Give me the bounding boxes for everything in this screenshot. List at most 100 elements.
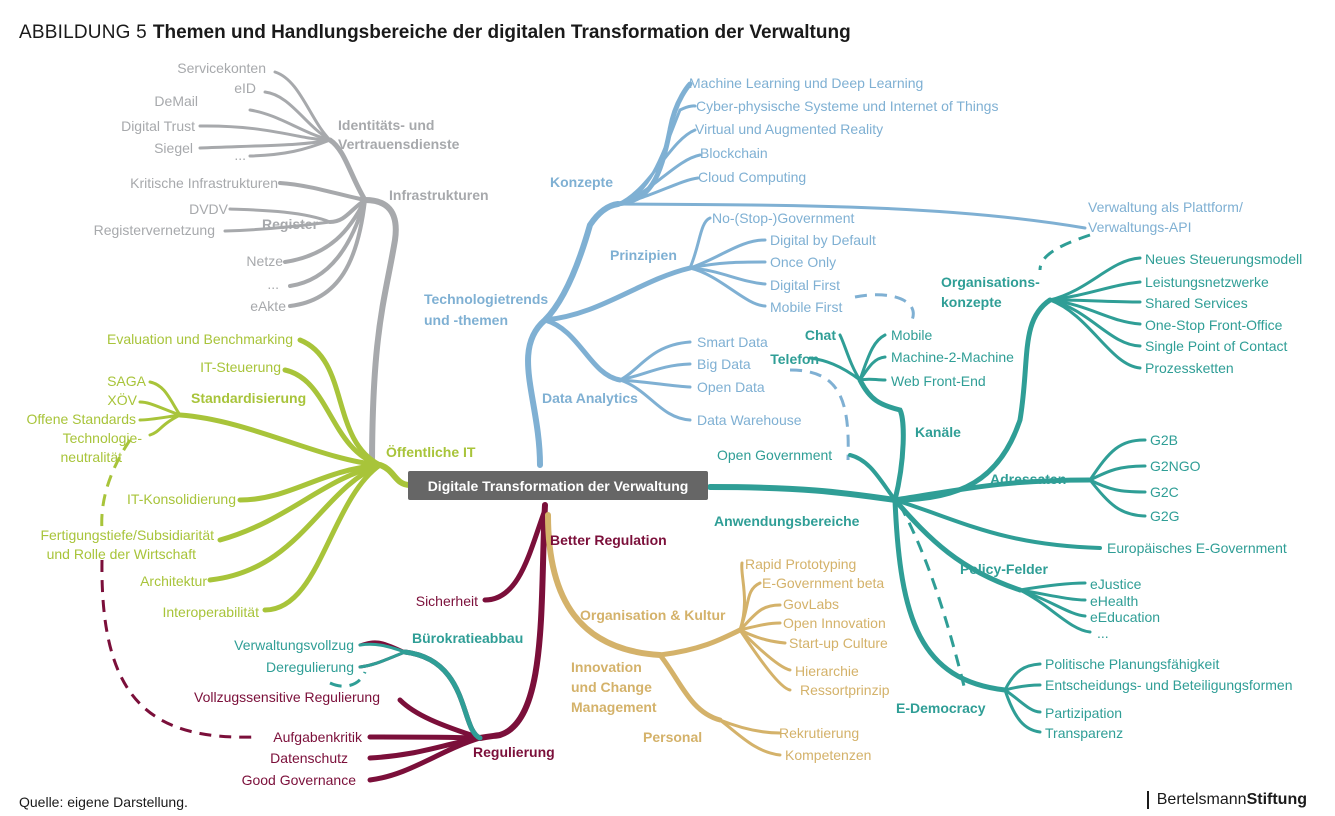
gold-personal-item: Rekrutierung	[779, 725, 859, 741]
green-item: Architektur	[140, 573, 207, 589]
blue-prinzipien-item: Digital by Default	[770, 232, 876, 248]
teal-kanaele-right: Web Front-End	[891, 373, 986, 389]
blue-data-item: Open Data	[697, 379, 765, 395]
teal-policy-item: eEducation	[1090, 609, 1160, 625]
maroon-sicherheit: Sicherheit	[416, 593, 478, 609]
green-std-item: XÖV	[107, 391, 137, 408]
gold-org-item: Hierarchie	[795, 663, 859, 679]
blue-konzepte-item: Virtual und Augmented Reality	[695, 121, 883, 137]
teal-kanaele-left: Chat	[805, 327, 836, 343]
blue-konzepte-item: Machine Learning und Deep Learning	[689, 75, 923, 91]
gold-main-line1: Innovation	[571, 659, 642, 675]
teal-labels: Anwendungsbereiche Organisations- konzep…	[234, 251, 1302, 741]
gray-item: eAkte	[250, 298, 286, 314]
blue-prinzipien-label: Prinzipien	[610, 247, 677, 263]
blue-main-line1: Technologietrends	[424, 291, 548, 307]
blue-konzepte-label: Konzepte	[550, 174, 613, 190]
teal-org-line1: Organisations-	[941, 274, 1040, 290]
blue-prinzipien-item: Once Only	[770, 254, 836, 270]
teal-buerokratie-item: Verwaltungsvollzug	[234, 637, 354, 653]
teal-kanaele-left: Telefon	[770, 351, 819, 367]
gold-personal-item: Kompetenzen	[785, 747, 871, 763]
teal-main-label: Anwendungsbereiche	[714, 513, 860, 529]
gray-sub1-line2: Vertrauensdienste	[338, 136, 460, 152]
gold-branch	[545, 512, 792, 757]
teal-edem-item: Politische Planungsfähigkeit	[1045, 656, 1219, 672]
blue-konzepte-item: Cyber-physische Systeme und Internet of …	[696, 98, 998, 114]
blue-labels: Technologietrends und -themen Konzepte M…	[424, 75, 1243, 428]
gray-sub1-line1: Identitäts- und	[338, 117, 434, 133]
gray-labels: Infrastrukturen Identitäts- und Vertraue…	[94, 60, 489, 314]
teal-buerokratie-branch	[358, 642, 483, 741]
teal-kanaele-label: Kanäle	[915, 424, 961, 440]
teal-org-item: One-Stop Front-Office	[1145, 317, 1283, 333]
blue-prinzipien-item: Mobile First	[770, 299, 842, 315]
teal-policy-label: Policy-Felder	[960, 561, 1048, 577]
teal-buerokratie-item: Deregulierung	[266, 659, 354, 675]
green-std-item: SAGA	[107, 373, 147, 389]
gray-sub1-item: Siegel	[154, 140, 193, 156]
teal-edem-label: E-Democracy	[896, 700, 986, 716]
center-node: Digitale Transformation der Verwaltung	[408, 471, 708, 500]
blue-data-item: Data Warehouse	[697, 412, 802, 428]
center-label: Digitale Transformation der Verwaltung	[428, 478, 689, 494]
blue-data-label: Data Analytics	[542, 390, 638, 406]
teal-edem-item: Transparenz	[1045, 725, 1123, 741]
gold-org-item: Start-up Culture	[789, 635, 888, 651]
green-std-item-line2: neutralität	[61, 449, 123, 465]
gray-item: Netze	[246, 253, 283, 269]
green-item: Interoperabilität	[162, 604, 259, 620]
maroon-regulierung-item: Aufgabenkritik	[273, 729, 363, 745]
maroon-labels: Better Regulation Sicherheit Regulierung…	[194, 532, 667, 788]
teal-adressaten-item: G2G	[1150, 508, 1180, 524]
maroon-dashed-link	[100, 559, 256, 739]
green-std-label: Standardisierung	[191, 390, 306, 406]
teal-policy-item: ...	[1097, 625, 1109, 641]
teal-branch	[707, 256, 1147, 734]
teal-org-item: Neues Steuerungsmodell	[1145, 251, 1302, 267]
gray-sub1-item: Digital Trust	[121, 118, 195, 134]
green-main-label: Öffentliche IT	[386, 444, 476, 460]
blue-konzepte-item: Blockchain	[700, 145, 768, 161]
source-note: Quelle: eigene Darstellung.	[19, 794, 188, 810]
brand-part2: Stiftung	[1246, 791, 1307, 808]
teal-buerokratie-label: Bürokratieabbau	[412, 630, 523, 646]
maroon-regulierung-item: Good Governance	[242, 772, 357, 788]
teal-kanaele-right: Machine-2-Machine	[891, 349, 1014, 365]
teal-policy-item: eHealth	[1090, 593, 1138, 609]
brand-part1: Bertelsmann	[1156, 791, 1247, 808]
teal-org-line2: konzepte	[941, 294, 1002, 310]
green-dashed-link	[100, 439, 132, 531]
blue-prinzipien-item: Digital First	[770, 277, 840, 293]
green-item: Evaluation und Benchmarking	[107, 331, 293, 347]
blue-data-item: Big Data	[697, 356, 751, 372]
gold-main-line3: Management	[571, 699, 657, 715]
blue-konzepte-item: Cloud Computing	[698, 169, 806, 185]
gold-org-item: E-Government beta	[762, 575, 884, 591]
brand-logo: BertelsmannStiftung	[1146, 791, 1307, 809]
teal-org-item: Leistungsnetzwerke	[1145, 274, 1269, 290]
teal-org-item: Single Point of Contact	[1145, 338, 1288, 354]
gold-org-label: Organisation & Kultur	[580, 607, 726, 623]
blue-branch	[525, 81, 1087, 468]
figure-label: ABBILDUNG 5	[19, 22, 147, 43]
teal-policy-item: eJustice	[1090, 576, 1142, 592]
gray-sub2-label: Register	[262, 216, 319, 232]
gray-item: ...	[267, 276, 279, 292]
teal-open-gov: Open Government	[717, 447, 832, 463]
blue-main-line2: und -themen	[424, 312, 508, 328]
gray-branch	[198, 70, 399, 473]
maroon-main-label: Better Regulation	[550, 532, 667, 548]
gold-personal-label: Personal	[643, 729, 702, 745]
blue-dashed-links	[789, 293, 915, 461]
gray-main-label: Infrastrukturen	[389, 187, 489, 203]
gold-labels: Innovation und Change Management Organis…	[571, 556, 890, 763]
blue-data-item: Smart Data	[697, 334, 768, 350]
gray-sub2-item: DVDV	[189, 201, 229, 217]
gold-org-item: Rapid Prototyping	[745, 556, 856, 572]
teal-edem-item: Partizipation	[1045, 705, 1122, 721]
teal-org-item: Shared Services	[1145, 295, 1248, 311]
teal-org-item: Prozessketten	[1145, 360, 1234, 376]
